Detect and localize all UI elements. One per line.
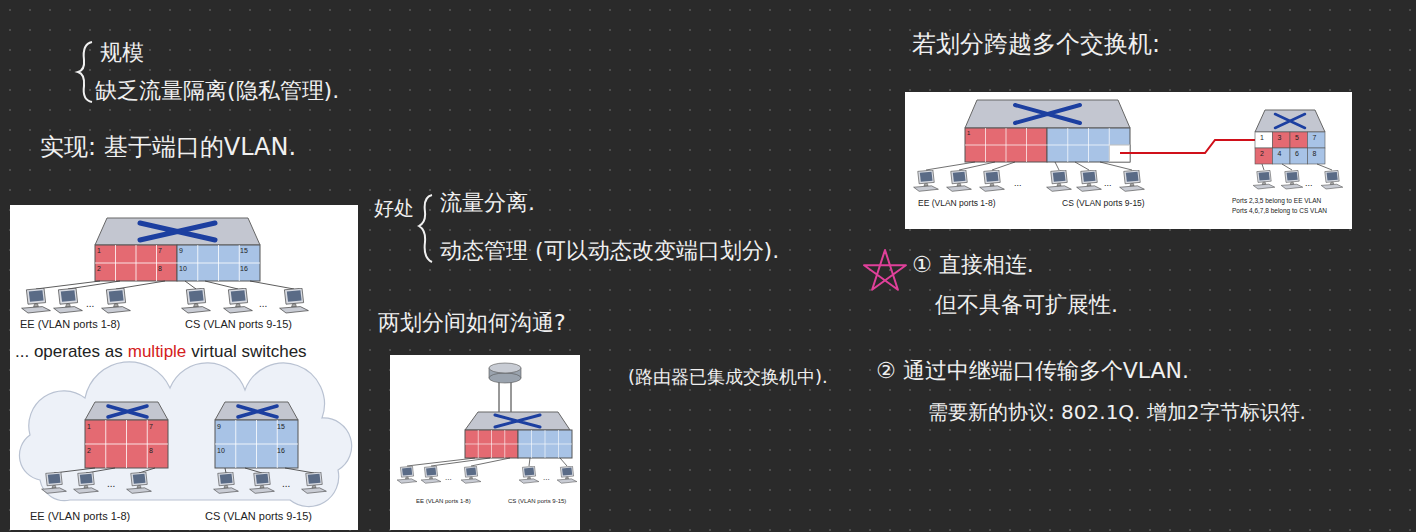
port-number: 1 [97, 247, 101, 255]
handwritten-note: 实现: 基于端口的VLAN. [40, 133, 296, 162]
figure-caption: ... operates as [15, 342, 123, 362]
figure-caption: CS (VLAN ports 9-15) [185, 318, 292, 331]
port-number: 7 [149, 423, 153, 431]
handwritten-note: 但不具备可扩展性. [935, 292, 1118, 318]
figure-caption: Ports 4,6,7,8 belong to CS VLAN [1232, 207, 1327, 214]
port-number: 1 [1260, 134, 1264, 142]
handwritten-note: 规模 [100, 40, 144, 66]
ellipsis-mark: ... [107, 478, 115, 490]
port-number: 5 [1295, 134, 1299, 142]
computer-icon [42, 472, 327, 493]
port-number: 15 [277, 423, 285, 431]
figure-caption: multiple [128, 342, 187, 362]
switch-icon [465, 412, 572, 458]
brace [419, 195, 432, 262]
port-number: 8 [158, 265, 162, 273]
figure-caption: EE (VLAN ports 1-8) [20, 318, 120, 331]
port-number: 10 [179, 265, 187, 273]
handwritten-note: 缺乏流量隔离(隐私管理). [95, 78, 339, 104]
ellipsis-mark: ... [282, 478, 290, 490]
figure-caption: CS (VLAN ports 9-15) [508, 498, 566, 505]
handwritten-note: 若划分跨越多个交换机: [912, 30, 1160, 59]
brace [78, 42, 92, 102]
ellipsis-mark: ... [1104, 178, 1112, 188]
port-number: 15 [240, 247, 248, 255]
handwritten-note: 需要新的协议: 802.1Q. 增加2字节标识符. [928, 400, 1306, 424]
figure-caption: EE (VLAN ports 1-8) [30, 510, 130, 523]
slide-figure: ...... EE (VLAN ports 1-8) CS (VLAN ports … [390, 355, 580, 530]
wire [407, 458, 567, 466]
cloud [19, 362, 351, 507]
ellipsis-mark: ... [1305, 178, 1313, 188]
port-number: 16 [277, 447, 285, 455]
port-number: 16 [240, 265, 248, 273]
slide-figure: 1 1 3 5 7 2 4 6 8...... EE (VLAN ports 1-8) CS (VL… [905, 92, 1352, 229]
port-number: 9 [179, 247, 183, 255]
slide-ground [905, 92, 1352, 229]
figure-caption: Ports 2,3,5 belong to EE VLAN [1232, 197, 1321, 204]
ellipsis-mark: ... [445, 473, 452, 482]
ellipsis-mark: ... [259, 298, 267, 310]
handwritten-note: ① 直接相连. [912, 252, 1034, 278]
handwritten-note: (路由器已集成交换机中). [628, 366, 828, 388]
switch-icon [1255, 110, 1325, 164]
ellipsis-mark: ... [86, 298, 94, 310]
port-number: 4 [1278, 150, 1282, 158]
figure-caption: virtual switches [191, 342, 306, 362]
router-icon [489, 363, 521, 413]
computer-icon [22, 288, 309, 313]
figure-caption: EE (VLAN ports 1-8) [918, 199, 995, 209]
figure-caption: CS (VLAN ports 9-15) [205, 510, 312, 523]
port-number: 2 [87, 447, 91, 455]
port-number: 8 [1313, 150, 1317, 158]
port-number: 3 [1278, 134, 1282, 142]
port-number: 1 [87, 423, 91, 431]
slide-ground [10, 205, 358, 530]
wire [926, 162, 1332, 170]
computer-icon [914, 170, 1343, 191]
handwritten-note: 动态管理 (可以动态改变端口划分). [440, 238, 779, 264]
wire [36, 281, 294, 289]
computer-icon [397, 466, 577, 483]
port-number: 2 [97, 265, 101, 273]
switch-icon [95, 218, 260, 281]
handwritten-note: 好处 [374, 196, 414, 220]
figure-caption: CS (VLAN ports 9-15) [1062, 199, 1145, 209]
ellipsis-mark: ... [1014, 178, 1022, 188]
slide-ground [390, 355, 580, 530]
port-number: 8 [149, 447, 153, 455]
switch-icon [85, 402, 168, 468]
port-number: 2 [1260, 150, 1264, 158]
port-number: 7 [1313, 134, 1317, 142]
switch-icon [965, 100, 1130, 162]
port-number: 6 [1295, 150, 1299, 158]
port-number: 10 [217, 447, 225, 455]
handwritten-note: ② 通过中继端口传输多个VLAN. [876, 358, 1189, 384]
slide-figure: 1 7 2 8 9 15 10 16...... EE (VLAN ports 1-8) CS (… [10, 205, 358, 530]
port-number: 9 [217, 423, 221, 431]
trunk-link [1120, 140, 1256, 153]
handwritten-note: 流量分离. [440, 190, 535, 216]
port-number: 1 [967, 130, 970, 137]
switch-icon [215, 402, 298, 468]
ellipsis-mark: ... [543, 473, 550, 482]
star-mark [864, 250, 906, 290]
handwritten-note: 两划分间如何沟通? [378, 310, 566, 336]
port-number: 7 [158, 247, 162, 255]
figure-caption: EE (VLAN ports 1-8) [416, 498, 471, 505]
